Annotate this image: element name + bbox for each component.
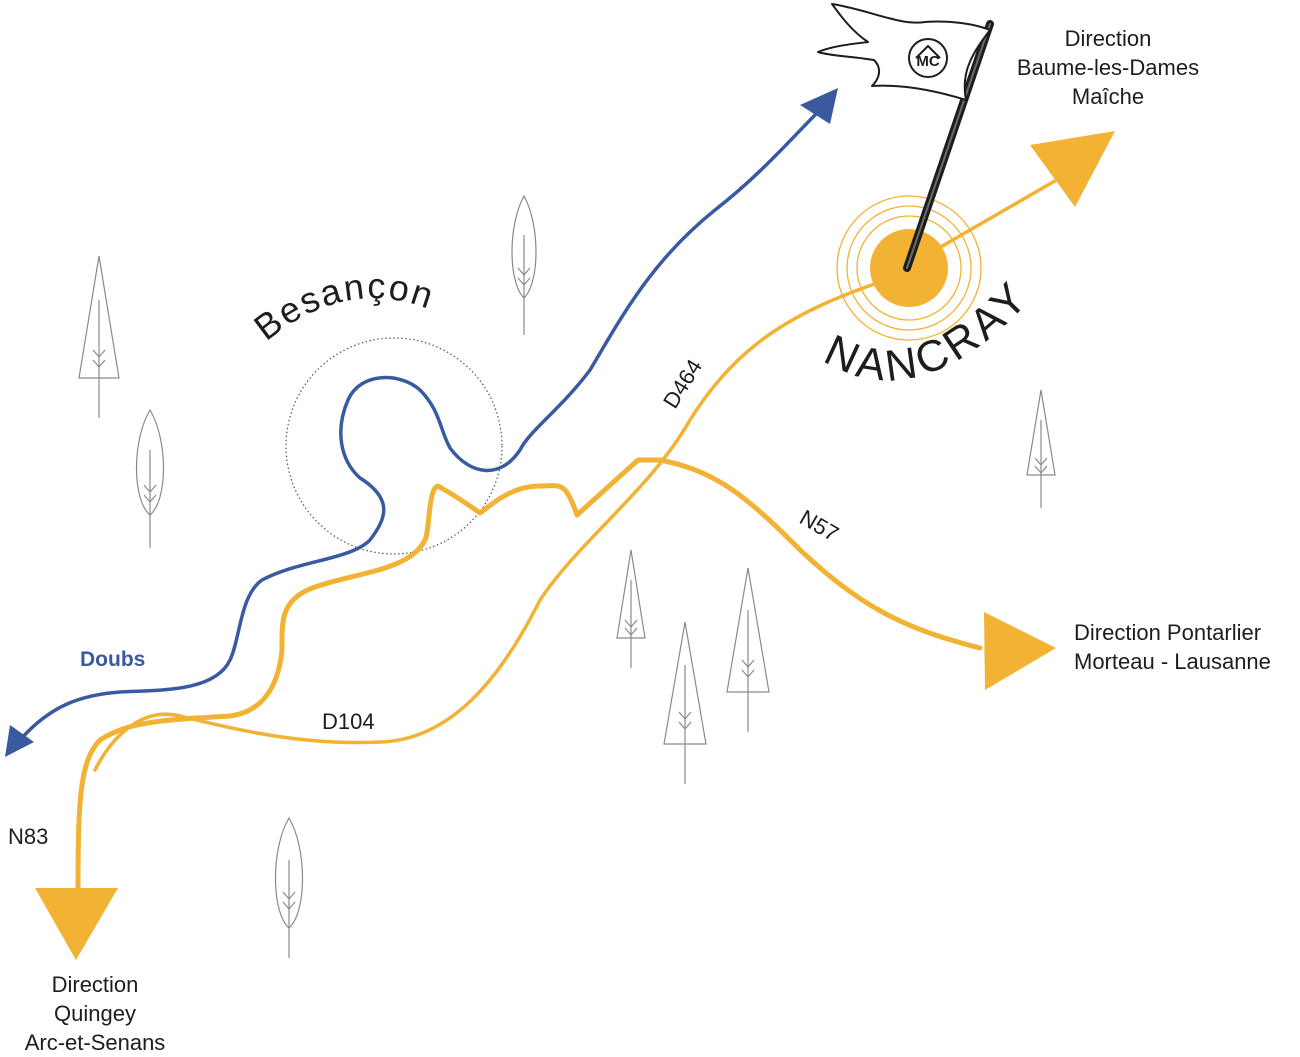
tree-icon (1026, 389, 1056, 508)
city-label-besancon: Besançon (246, 265, 440, 348)
arrow-icon (800, 88, 838, 124)
river-doubs (5, 88, 838, 757)
direction-north-line-2: Baume-les-Dames (1016, 55, 1200, 80)
direction-east-line-1: Direction Pontarlier (1074, 620, 1262, 645)
tree-icon (663, 621, 707, 784)
tree-icon (274, 816, 304, 958)
trees (78, 194, 1056, 958)
direction-south-line-1: Direction (51, 972, 139, 997)
direction-north-line-3: Maîche (1071, 84, 1145, 109)
road-d464-d104 (93, 176, 1062, 772)
road-label-n83: N83 (8, 824, 49, 849)
flag-icon (817, 3, 994, 272)
tree-icon (616, 549, 646, 668)
direction-south-label: Direction Quingey Arc-et-Senans (15, 970, 175, 1057)
city-area-circle (285, 337, 503, 555)
tree-icon (511, 194, 537, 335)
direction-south-line-2: Quingey (54, 1001, 136, 1026)
arrow-icon (984, 612, 1056, 690)
direction-arrows (35, 131, 1115, 960)
direction-north-line-1: Direction (1064, 26, 1152, 51)
direction-north-label: Direction Baume-les-Dames Maîche (1003, 24, 1213, 111)
river-label-doubs: Doubs (80, 648, 146, 671)
road-n57-n83 (75, 457, 983, 893)
city-label-text: Besançon (246, 265, 438, 348)
arrow-icon (35, 888, 118, 960)
roads (75, 176, 1062, 893)
tree-icon (726, 567, 770, 732)
logo-monogram: MC (916, 53, 939, 70)
arrow-icon (5, 725, 34, 757)
arrow-icon (1030, 131, 1115, 207)
direction-east-label: Direction Pontarlier Morteau - Lausanne (1074, 618, 1271, 676)
road-label-d104: D104 (322, 709, 375, 734)
direction-south-line-3: Arc-et-Senans (24, 1030, 166, 1055)
direction-east-line-2: Morteau - Lausanne (1074, 649, 1271, 674)
road-label-n57: N57 (796, 505, 843, 547)
tree-icon (136, 408, 164, 548)
tree-icon (78, 255, 120, 418)
